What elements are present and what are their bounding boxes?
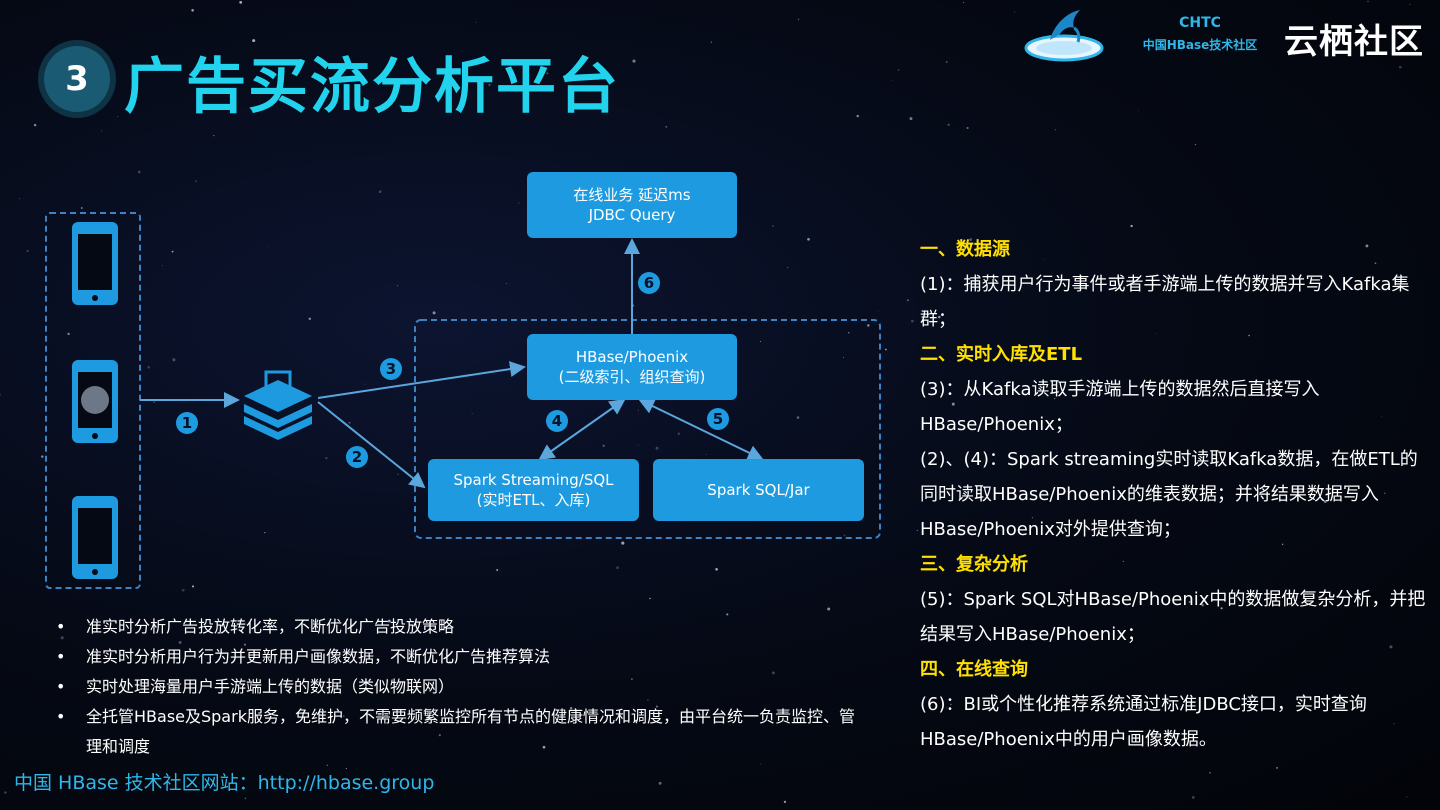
star-dot xyxy=(917,530,918,531)
section-text: (5)：Spark SQL对HBase/Phoenix中的数据做复杂分析，并把结… xyxy=(920,582,1430,652)
star-dot xyxy=(245,798,247,800)
section-text: (1)：捕获用户行为事件或者手游端上传的数据并写入Kafka集群； xyxy=(920,267,1430,337)
star-dot xyxy=(117,116,118,117)
benefit-item: 实时处理海量用户手游端上传的数据（类似物联网） xyxy=(56,672,856,702)
star-dot xyxy=(1195,144,1197,146)
step-3-marker: 3 xyxy=(380,358,402,380)
star-dot xyxy=(4,791,6,793)
star-dot xyxy=(907,300,908,301)
section-heading-analysis: 三、复杂分析 xyxy=(920,547,1430,582)
star-dot xyxy=(1406,796,1407,797)
star-dot xyxy=(1367,1,1368,2)
phone-icon xyxy=(72,360,118,443)
step-2-marker: 2 xyxy=(346,446,368,468)
community-website-link[interactable]: 中国 HBase 技术社区网站：http://hbase.group xyxy=(14,768,434,795)
hbase-node-line1: HBase/Phoenix xyxy=(527,347,737,367)
section-heading-online-query: 四、在线查询 xyxy=(920,652,1430,687)
star-dot xyxy=(827,608,830,611)
arrow-3 xyxy=(318,367,524,398)
star-dot xyxy=(1138,110,1139,111)
star-dot xyxy=(1409,4,1410,5)
star-dot xyxy=(798,19,799,20)
star-dot xyxy=(424,809,425,810)
section-number: 3 xyxy=(65,59,89,99)
star-dot xyxy=(239,1,242,4)
spark-streaming-node: Spark Streaming/SQL (实时ETL、入库) xyxy=(428,459,639,521)
star-dot xyxy=(963,2,964,3)
kafka-stack-icon xyxy=(244,372,312,440)
section-number-badge: 3 xyxy=(44,46,110,112)
description-panel: 一、数据源 (1)：捕获用户行为事件或者手游端上传的数据并写入Kafka集群； … xyxy=(920,232,1430,757)
step-5-marker: 5 xyxy=(707,408,729,430)
phone-icon xyxy=(72,496,118,579)
hbase-node-line2: (二级索引、组织查询) xyxy=(527,367,737,387)
benefit-item: 准实时分析用户行为并更新用户画像数据，不断优化广告推荐算法 xyxy=(56,642,856,672)
section-text: (6)：BI或个性化推荐系统通过标准JDBC接口，实时查询HBase/Phoen… xyxy=(920,687,1430,757)
section-text: (3)：从Kafka读取手游端上传的数据然后直接写入HBase/Phoenix； xyxy=(920,372,1430,442)
section-text: (2)、(4)：Spark streaming实时读取Kafka数据，在做ETL… xyxy=(920,442,1430,547)
page-title: 广告买流分析平台 xyxy=(124,38,620,125)
star-dot xyxy=(213,135,214,136)
chtc-sub-label: 中国HBase技术社区 xyxy=(1120,34,1280,56)
section-heading-etl: 二、实时入库及ETL xyxy=(920,337,1430,372)
star-dot xyxy=(1130,225,1132,227)
spark-streaming-line1: Spark Streaming/SQL xyxy=(428,470,639,490)
step-1-marker: 1 xyxy=(176,412,198,434)
chtc-logo-text: CHTC 中国HBase技术社区 xyxy=(1120,12,1280,56)
star-dot xyxy=(34,124,36,126)
benefit-item: 全托管HBase及Spark服务，免维护，不需要频繁监控所有节点的健康情况和调度… xyxy=(56,702,856,762)
benefit-item: 准实时分析广告投放转化率，不断优化广告投放策略 xyxy=(56,612,856,642)
star-dot xyxy=(191,9,194,12)
star-dot xyxy=(101,130,102,131)
spark-sql-line1: Spark SQL/Jar xyxy=(653,480,864,500)
architecture-diagram: 在线业务 延迟ms JDBC Query HBase/Phoenix (二级索引… xyxy=(0,150,900,600)
benefits-list: 准实时分析广告投放转化率，不断优化广告投放策略 准实时分析用户行为并更新用户画像… xyxy=(56,612,856,762)
star-dot xyxy=(857,115,859,117)
star-dot xyxy=(1276,767,1278,769)
arrow-5 xyxy=(640,400,762,459)
online-node-line1: 在线业务 延迟ms xyxy=(527,185,737,205)
star-dot xyxy=(242,30,243,31)
star-dot xyxy=(711,42,712,43)
phone-icon xyxy=(72,222,118,305)
star-dot xyxy=(665,126,667,128)
star-dot xyxy=(910,117,913,120)
star-dot xyxy=(476,22,477,23)
yunqi-community-logo: 云栖社区 xyxy=(1284,14,1424,63)
step-4-marker: 4 xyxy=(546,410,568,432)
star-dot xyxy=(760,763,761,764)
star-dot xyxy=(942,6,943,7)
hbase-phoenix-node: HBase/Phoenix (二级索引、组织查询) xyxy=(527,334,737,400)
star-dot xyxy=(784,801,786,803)
online-business-node: 在线业务 延迟ms JDBC Query xyxy=(527,172,737,238)
spark-sql-node: Spark SQL/Jar xyxy=(653,459,864,521)
step-6-marker: 6 xyxy=(638,272,660,294)
star-dot xyxy=(967,127,969,129)
star-dot xyxy=(946,61,948,63)
online-node-line2: JDBC Query xyxy=(527,205,737,225)
star-dot xyxy=(1192,796,1195,799)
chtc-label: CHTC xyxy=(1120,12,1280,34)
star-dot xyxy=(1055,129,1056,130)
star-dot xyxy=(911,320,914,323)
star-dot xyxy=(1399,66,1402,69)
star-dot xyxy=(632,60,635,63)
arrow-2 xyxy=(318,402,424,487)
chtc-dolphin-logo xyxy=(1020,6,1110,64)
star-dot xyxy=(659,782,662,785)
section-heading-source: 一、数据源 xyxy=(920,232,1430,267)
star-dot xyxy=(327,765,329,767)
star-dot xyxy=(892,80,893,81)
star-dot xyxy=(1014,11,1015,12)
spark-streaming-line2: (实时ETL、入库) xyxy=(428,490,639,510)
star-dot xyxy=(948,124,950,126)
diagram-lines xyxy=(0,150,900,600)
star-dot xyxy=(898,69,900,71)
star-dot xyxy=(1209,772,1211,774)
